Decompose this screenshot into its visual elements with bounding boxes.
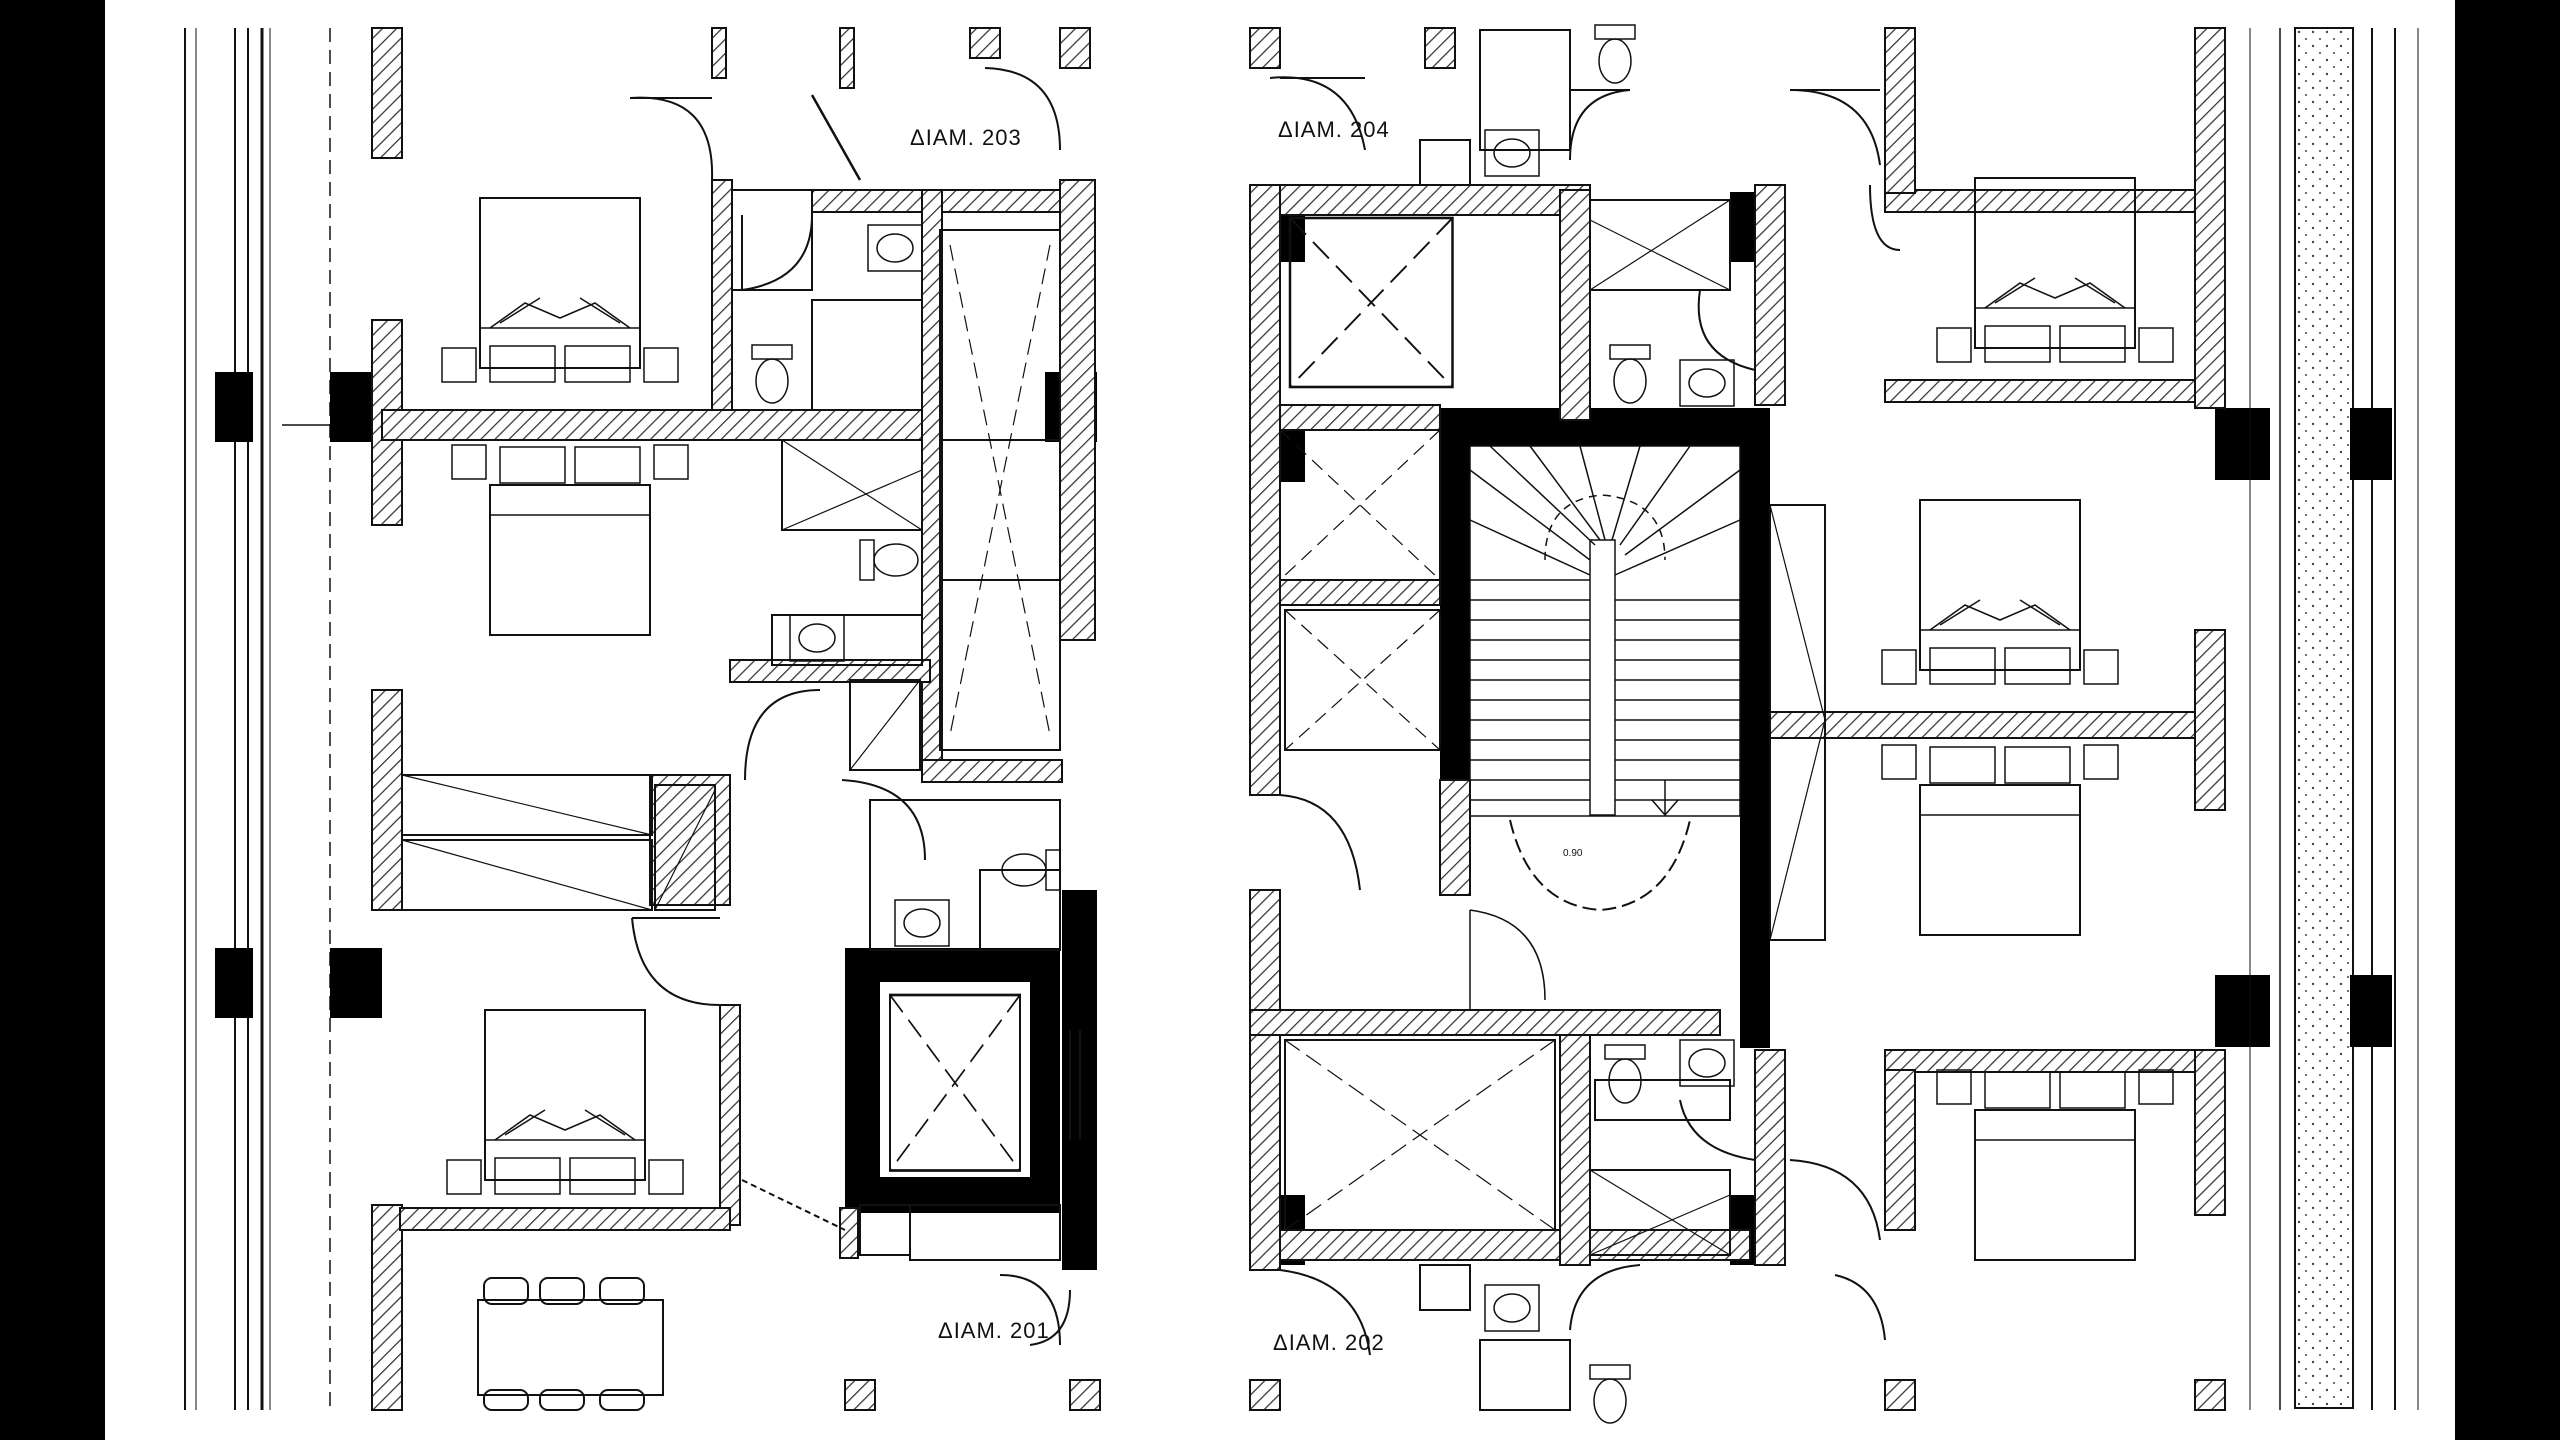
stair-dimension-note: 0.90 bbox=[1563, 848, 1583, 859]
partitions bbox=[401, 28, 2251, 1411]
apartment-label: ΔΙΑΜ. 203 bbox=[910, 125, 1022, 150]
right-facade bbox=[2279, 27, 2419, 1410]
staircase bbox=[1469, 445, 1741, 1010]
apartment-labels: ΔΙΑΜ. 203 ΔΙΑΜ. 204 ΔΙΑΜ. 201 ΔΙΑΜ. 202 … bbox=[910, 117, 1583, 1355]
left-facade bbox=[184, 28, 331, 1410]
apartment-label: ΔΙΑΜ. 202 bbox=[1273, 1330, 1385, 1355]
apartment-label: ΔΙΑΜ. 201 bbox=[938, 1318, 1050, 1343]
apartment-label: ΔΙΑΜ. 204 bbox=[1278, 117, 1390, 142]
lift-core bbox=[845, 948, 1060, 1213]
doors bbox=[629, 67, 1901, 1356]
dining-table bbox=[477, 1277, 664, 1411]
